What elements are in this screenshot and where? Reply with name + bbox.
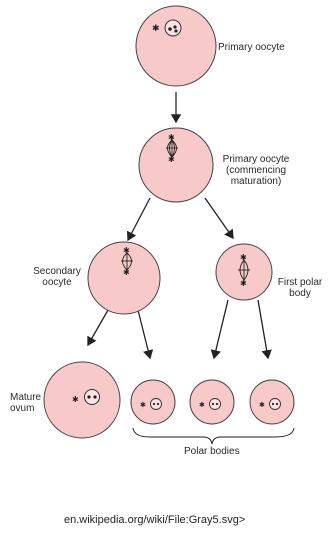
polar-body-1: ✱ — [131, 380, 175, 424]
arrow-to-polar-body-1 — [138, 310, 150, 358]
source-caption: en.wikipedia.org/wiki/File:Gray5.svg> — [64, 514, 245, 526]
polar-body-3: ✱ — [250, 380, 294, 424]
svg-text:✱: ✱ — [240, 253, 247, 262]
svg-text:✱: ✱ — [123, 268, 130, 277]
nucleus — [85, 390, 100, 405]
label-line: Mature — [10, 392, 41, 403]
label-line: oocyte — [26, 277, 88, 288]
svg-text:✱: ✱ — [199, 401, 205, 409]
arrow-to-secondary-oocyte — [128, 198, 150, 240]
svg-text:✱: ✱ — [240, 279, 247, 288]
first-polar-body-cell: ✱ ✱ — [216, 244, 272, 300]
label-line: Primary oocyte — [216, 154, 296, 165]
svg-text:✱: ✱ — [123, 246, 130, 255]
mature-ovum-cell: ✱ — [44, 362, 120, 438]
primary-oocyte-commencing-cell: ✱ ✱ — [139, 128, 213, 202]
label-first-polar-body: First polar body — [272, 277, 328, 299]
label-secondary-oocyte: Secondary oocyte — [26, 266, 88, 288]
svg-text:✱: ✱ — [168, 155, 175, 164]
arrow-to-polar-body-2 — [214, 300, 228, 358]
label-mature-ovum: Mature ovum — [10, 392, 41, 414]
svg-text:✱: ✱ — [140, 401, 146, 409]
primary-oocyte-cell: ✱ — [136, 6, 216, 86]
polar-body-2: ✱ — [190, 380, 234, 424]
svg-text:✱: ✱ — [168, 133, 175, 142]
arrow-to-first-polar-body — [205, 198, 233, 238]
arrow-to-polar-body-3 — [258, 300, 268, 358]
nucleus — [165, 20, 181, 36]
label-line: maturation) — [216, 176, 296, 187]
svg-text:✱: ✱ — [259, 401, 265, 409]
label-line: Secondary — [26, 266, 88, 277]
secondary-oocyte-cell: ✱ ✱ — [88, 242, 160, 314]
centrosome-icon: ✱ — [72, 395, 79, 404]
arrow-to-mature-ovum — [88, 310, 108, 345]
polar-bodies-bracket — [133, 428, 294, 444]
label-polar-bodies: Polar bodies — [184, 446, 240, 457]
label-line: ovum — [10, 403, 41, 414]
label-line: First polar — [272, 277, 328, 288]
label-line: body — [272, 288, 328, 299]
label-line: (commencing — [216, 165, 296, 176]
label-primary-oocyte: Primary oocyte — [218, 42, 285, 53]
label-primary-oocyte-commencing: Primary oocyte (commencing maturation) — [216, 154, 296, 187]
centrosome-icon: ✱ — [152, 24, 160, 34]
